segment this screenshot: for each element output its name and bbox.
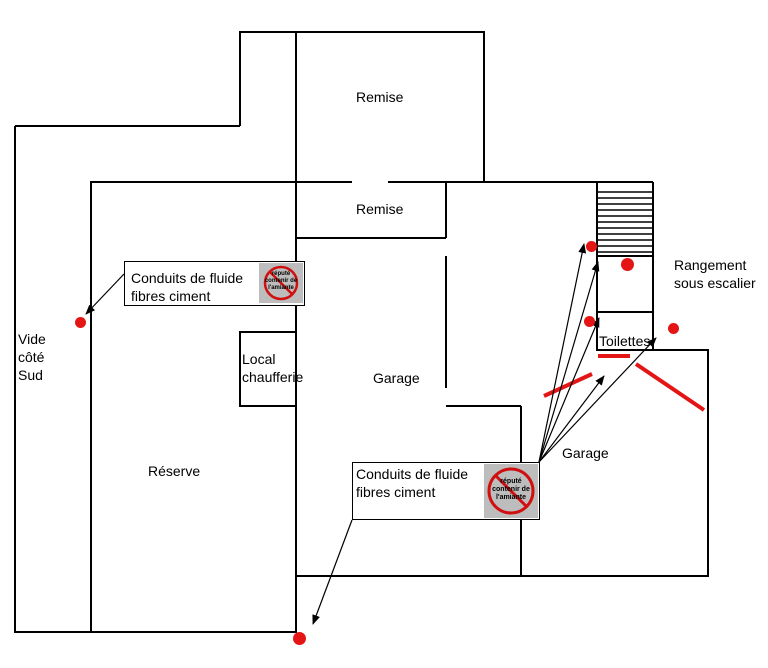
sample-point-stair [586, 241, 597, 252]
sample-point-garage-right [668, 323, 679, 334]
interior-walls [239, 32, 653, 632]
callout-bottom-line2: fibres ciment [356, 484, 436, 500]
stamp-bottom-line2: contenir de [492, 486, 530, 493]
arrow-to-stair-point [538, 243, 587, 463]
arrow-bottom-callout [312, 519, 353, 625]
callout-left-line1: Conduits de fluide [131, 270, 244, 286]
arrow-to-toilet-point [538, 317, 600, 463]
callout-bottom-line1: Conduits de fluide [356, 466, 469, 482]
callout-box-bottom: Conduits de fluide fibres ciment réputé … [352, 462, 540, 520]
room-label-garage-right: Garage [562, 445, 609, 461]
red-marker-lines [543, 354, 706, 412]
outer-walls [14, 31, 709, 633]
room-label-toilettes: Toilettes [599, 333, 651, 349]
sample-point-vide [75, 317, 86, 328]
asbestos-stamp-bottom: réputé contenir de l'amiante [484, 464, 538, 518]
callout-left-line2: fibres ciment [131, 288, 211, 304]
sample-point-rangement [621, 258, 634, 271]
room-label-reserve: Réserve [148, 463, 201, 479]
stamp-left-line2: contenir de [264, 278, 298, 284]
arrow-to-toilet-red [538, 375, 605, 463]
arrow-left-callout [85, 273, 125, 315]
no-asbestos-icon [487, 467, 535, 515]
sample-point-bottom [293, 632, 306, 645]
asbestos-stamp-left: réputé contenir de l'amiante [259, 263, 303, 303]
callout-box-left: Conduits de fluide fibres ciment réputé … [124, 261, 305, 306]
room-label-local-line2: chaufferie [242, 369, 304, 385]
stamp-bottom-line1: réputé [500, 478, 522, 485]
room-label-remise-middle: Remise [356, 201, 404, 217]
staircase [597, 191, 653, 253]
arrow-to-right-point [538, 337, 657, 463]
room-label-local-line1: Local [242, 351, 276, 367]
room-label-rangement-line1: Rangement [674, 257, 747, 273]
arrow-to-rangement [538, 261, 600, 463]
room-label-vide-line1: Vide [18, 331, 46, 347]
sample-point-toilettes [584, 316, 595, 327]
no-asbestos-icon [263, 265, 299, 301]
stamp-left-line1: réputé [271, 271, 291, 277]
room-label-remise-top: Remise [356, 89, 404, 105]
arrows [85, 243, 657, 625]
stamp-left-line3: l'amiante [268, 285, 294, 291]
room-label-vide-line2: côté [18, 349, 45, 365]
room-label-garage-center: Garage [373, 370, 420, 386]
room-label-rangement-line2: sous escalier [674, 275, 756, 291]
stamp-bottom-line3: l'amiante [495, 494, 527, 501]
room-label-vide-line3: Sud [18, 367, 43, 383]
